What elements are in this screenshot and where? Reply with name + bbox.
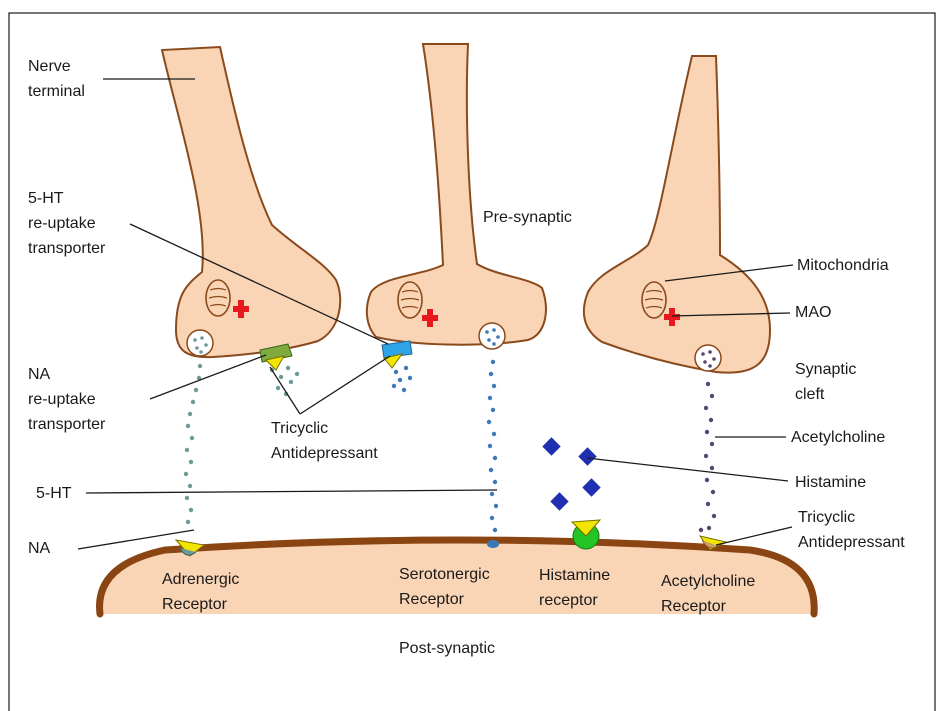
label-acetylcholine-receptor: Acetylcholine Receptor xyxy=(661,569,755,619)
label-serotonergic-line2: Receptor xyxy=(399,587,490,612)
vesicle-3 xyxy=(695,345,721,371)
label-tricyclic-1-line1: Tricyclic xyxy=(271,416,378,441)
label-synaptic-cleft-line2: cleft xyxy=(795,382,856,407)
label-5ht-transporter-line3: transporter xyxy=(28,236,105,261)
label-5ht-transporter-line1: 5-HT xyxy=(28,186,105,211)
label-serotonergic-receptor: Serotonergic Receptor xyxy=(399,562,490,612)
label-adrenergic-receptor: Adrenergic Receptor xyxy=(162,567,239,617)
label-tricyclic-2-line1: Tricyclic xyxy=(798,505,905,530)
label-mitochondria: Mitochondria xyxy=(797,253,889,278)
label-tricyclic-2-line2: Antidepressant xyxy=(798,530,905,555)
label-nerve-terminal-line2: terminal xyxy=(28,79,85,104)
label-acetylcholine-receptor-line2: Receptor xyxy=(661,594,755,619)
label-synaptic-cleft-line1: Synaptic xyxy=(795,357,856,382)
label-acetylcholine: Acetylcholine xyxy=(791,425,885,450)
label-synaptic-cleft: Synaptic cleft xyxy=(795,357,856,407)
histamine-receptor xyxy=(572,520,600,549)
vesicle-1 xyxy=(187,330,213,356)
mitochondrion-1 xyxy=(206,280,230,316)
label-tricyclic-antidepressant-1: Tricyclic Antidepressant xyxy=(271,416,378,466)
label-post-synaptic: Post-synaptic xyxy=(399,636,495,661)
label-adrenergic-line2: Receptor xyxy=(162,592,239,617)
label-na-reuptake-transporter: NA re-uptake transporter xyxy=(28,362,105,437)
label-5ht: 5-HT xyxy=(36,481,72,506)
label-serotonergic-line1: Serotonergic xyxy=(399,562,490,587)
mitochondrion-2 xyxy=(398,282,422,318)
label-tricyclic-antidepressant-2: Tricyclic Antidepressant xyxy=(798,505,905,555)
label-nerve-terminal-line1: Nerve xyxy=(28,54,85,79)
label-histamine-receptor-line1: Histamine xyxy=(539,563,610,588)
label-pre-synaptic: Pre-synaptic xyxy=(483,205,572,230)
mitochondrion-3 xyxy=(642,282,666,318)
label-na-transporter-line1: NA xyxy=(28,362,105,387)
label-histamine: Histamine xyxy=(795,470,866,495)
label-na-transporter-line3: transporter xyxy=(28,412,105,437)
label-acetylcholine-receptor-line1: Acetylcholine xyxy=(661,569,755,594)
label-histamine-receptor-line2: receptor xyxy=(539,588,610,613)
label-histamine-receptor: Histamine receptor xyxy=(539,563,610,613)
label-adrenergic-line1: Adrenergic xyxy=(162,567,239,592)
label-na-transporter-line2: re-uptake xyxy=(28,387,105,412)
label-tricyclic-1-line2: Antidepressant xyxy=(271,441,378,466)
vesicle-2 xyxy=(479,323,505,349)
label-5ht-transporter-line2: re-uptake xyxy=(28,211,105,236)
label-5ht-reuptake-transporter: 5-HT re-uptake transporter xyxy=(28,186,105,261)
label-na: NA xyxy=(28,536,50,561)
label-mao: MAO xyxy=(795,300,831,325)
label-nerve-terminal: Nerve terminal xyxy=(28,54,85,104)
serotonergic-receptor xyxy=(487,540,499,548)
